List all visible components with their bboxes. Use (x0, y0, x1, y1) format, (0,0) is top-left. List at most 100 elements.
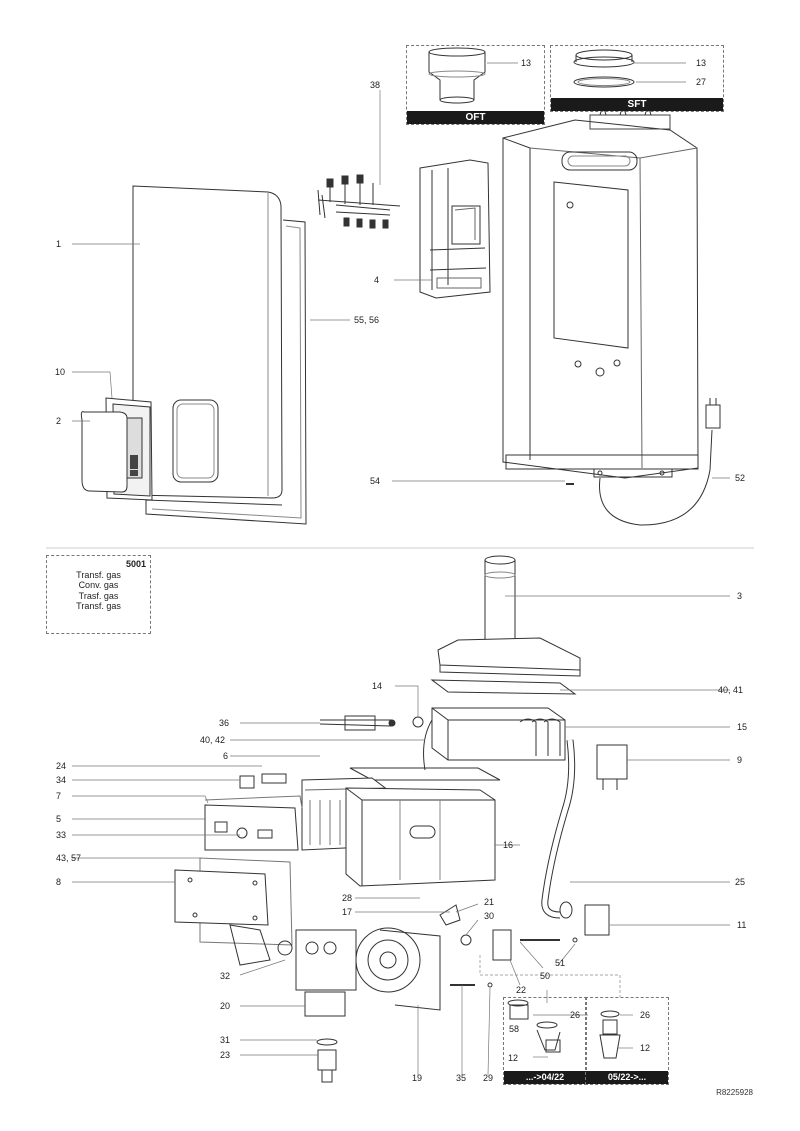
callout-6: 6 (223, 751, 229, 761)
callout-13-sft: 13 (696, 58, 707, 68)
viewing-window (172, 399, 219, 483)
callout-52: 52 (735, 473, 746, 483)
callout-32: 32 (220, 971, 231, 981)
variant-old-parts (507, 999, 561, 1053)
callout-5: 5 (56, 814, 62, 824)
callout-26-old: 26 (570, 1010, 581, 1020)
callout-29: 29 (483, 1073, 494, 1083)
callout-27: 27 (696, 77, 707, 87)
callout-17: 17 (342, 907, 353, 917)
venturi (229, 924, 271, 966)
electronic-box (419, 159, 491, 299)
legend-line: Transf. gas (76, 601, 121, 611)
power-plug (705, 404, 721, 429)
legend-line: Transf. gas (76, 569, 121, 580)
callout-40-41: 40, 41 (718, 685, 744, 695)
heat-exchanger (423, 707, 566, 771)
callout-22: 22 (516, 985, 527, 995)
old-variant-box: ...->04/22 (503, 997, 587, 1085)
washer-29 (487, 982, 493, 988)
seal-ring (460, 934, 472, 946)
callout-14: 14 (372, 681, 383, 691)
callout-9: 9 (737, 755, 743, 765)
callout-4: 4 (374, 275, 380, 285)
callout-36: 36 (219, 718, 230, 728)
flow-sensor (492, 929, 512, 961)
power-cord (599, 429, 713, 526)
callout-15: 15 (737, 722, 748, 732)
main-frame (502, 103, 699, 479)
fan-blower (355, 927, 441, 1011)
connector (239, 775, 255, 789)
temperature-sensor (412, 716, 424, 728)
callout-54: 54 (370, 476, 381, 486)
callout-11: 11 (737, 920, 747, 930)
sft-flue-adapter (573, 49, 635, 88)
callout-25: 25 (735, 877, 746, 887)
callout-13-oft: 13 (521, 58, 532, 68)
gas-inlet-connector (316, 1038, 338, 1083)
callout-43-57: 43, 57 (56, 853, 82, 863)
callout-8: 8 (56, 877, 62, 887)
venturi-seal (277, 940, 293, 956)
callout-50: 50 (540, 971, 551, 981)
callout-12-new: 12 (640, 1043, 651, 1053)
control-board-panel (204, 795, 303, 851)
callout-34: 34 (56, 775, 67, 785)
callout-30: 30 (484, 911, 495, 921)
oft-variant-box: OFT (406, 45, 545, 125)
callout-33: 33 (56, 830, 67, 840)
hood-gasket (430, 679, 577, 695)
callout-3: 3 (737, 591, 743, 601)
flue-hood (437, 637, 581, 671)
legend-code: 5001 (125, 559, 146, 569)
ignition-electrodes (319, 715, 396, 731)
terminal-block (261, 773, 287, 784)
burner-gasket (349, 767, 501, 781)
callout-51: 51 (555, 958, 566, 968)
variant-new-parts (599, 1010, 621, 1059)
callout-19: 19 (412, 1073, 423, 1083)
callout-58: 58 (509, 1024, 520, 1034)
callout-28: 28 (342, 893, 353, 903)
flue-pipe (484, 555, 516, 645)
callout-31: 31 (220, 1035, 231, 1045)
gas-conversion-legend: 5001 Transf. gas Conv. gas Trasf. gas Tr… (46, 555, 151, 634)
callout-26-new: 26 (640, 1010, 651, 1020)
front-casing (132, 185, 283, 499)
pipe-seal (559, 901, 573, 919)
callout-55-56: 55, 56 (354, 315, 380, 325)
chamber-cover-plate (174, 857, 293, 946)
callout-12-old: 12 (508, 1053, 519, 1063)
callout-16: 16 (503, 840, 514, 850)
legend-line: Trasf. gas (78, 590, 119, 601)
o-ring (572, 937, 578, 943)
gas-valve (295, 929, 357, 1017)
bracket (439, 904, 461, 926)
control-cover (80, 411, 128, 493)
callout-23: 23 (220, 1050, 231, 1060)
callout-7: 7 (56, 791, 62, 801)
oft-label: OFT (407, 111, 544, 124)
new-variant-box: 05/22->... (585, 997, 669, 1085)
callout-2: 2 (56, 416, 62, 426)
combustion-chamber (345, 787, 496, 887)
callout-21: 21 (484, 897, 495, 907)
legend-line: Conv. gas (78, 580, 119, 590)
old-variant-label: ...->04/22 (504, 1071, 586, 1084)
callout-40-42: 40, 42 (200, 735, 226, 745)
sft-variant-box: SFT (550, 45, 724, 112)
callout-24: 24 (56, 761, 67, 771)
water-connector (584, 904, 610, 936)
rear-panel (145, 219, 307, 525)
oft-flue-adapter (428, 47, 486, 104)
ignition-transformer (596, 744, 628, 790)
callout-20: 20 (220, 1001, 231, 1011)
callout-38: 38 (370, 80, 381, 90)
sft-label: SFT (551, 98, 723, 111)
callout-35: 35 (456, 1073, 467, 1083)
new-variant-label: 05/22->... (586, 1071, 668, 1084)
drawing-reference: R8225928 (716, 1088, 753, 1097)
